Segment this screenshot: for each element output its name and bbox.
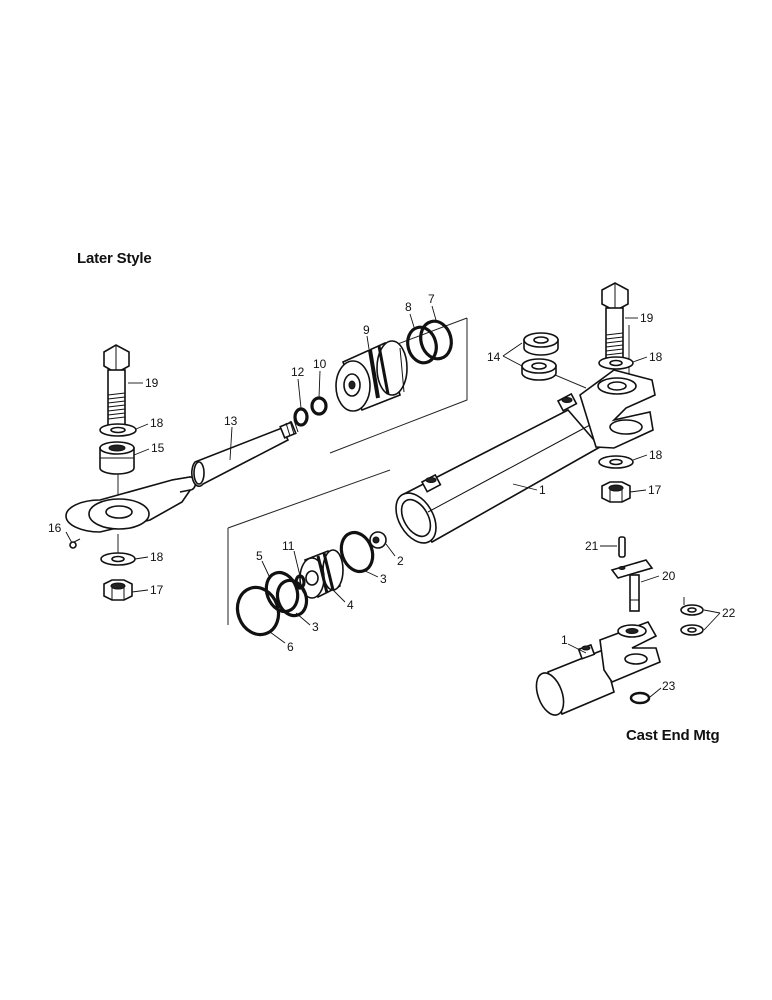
bushing-15: [99, 441, 135, 475]
callout-18-left-bottom: 18: [150, 550, 164, 564]
callout-23: 23: [662, 679, 676, 693]
callout-21: 21: [585, 539, 599, 553]
lock-nut-2: [369, 531, 387, 549]
snap-ring-23: [629, 691, 651, 705]
callout-18-right-top: 18: [649, 350, 663, 364]
callout-7: 7: [428, 292, 435, 306]
callout-18-left-top: 18: [150, 416, 164, 430]
right-washer-18-top: [598, 356, 634, 370]
callout-3-left: 3: [312, 620, 319, 634]
cast-end-barrel: [535, 643, 615, 716]
right-washer-18-bottom: [598, 455, 634, 469]
callout-17-left: 17: [150, 583, 164, 597]
left-washer-18-top: [99, 423, 137, 437]
callout-20: 20: [662, 569, 676, 583]
later-style-heading: Later Style: [77, 250, 152, 267]
oring-6: [235, 585, 281, 637]
washers-22: [680, 597, 704, 636]
washers-14: [521, 332, 559, 381]
left-washer-18-bottom: [100, 552, 136, 566]
seal-12: [293, 407, 309, 427]
seal-10: [310, 396, 328, 416]
rod-eye: [65, 476, 197, 533]
oring-7: [419, 319, 453, 361]
cylinder-barrel-1: [395, 392, 602, 544]
leader-lines: [65, 305, 721, 698]
callout-19-left: 19: [145, 376, 159, 390]
callout-2: 2: [397, 554, 404, 568]
right-bolt-19: [601, 282, 629, 359]
callout-19-right: 19: [640, 311, 654, 325]
callout-22: 22: [722, 606, 736, 620]
callout-16: 16: [48, 521, 62, 535]
callout-9: 9: [363, 323, 370, 337]
callout-12: 12: [291, 365, 305, 379]
callout-15: 15: [151, 441, 165, 455]
ring-5: [264, 570, 300, 614]
callout-14: 14: [487, 350, 501, 364]
piston-rod-13: [191, 419, 299, 487]
callout-3-right: 3: [380, 572, 387, 586]
callout-6: 6: [287, 640, 294, 654]
callout-1-inset: 1: [561, 633, 568, 647]
callout-18-right-bottom: 18: [649, 448, 663, 462]
cast-end-mtg-heading: Cast End Mtg: [626, 727, 720, 744]
gland-9: [335, 340, 408, 412]
callout-17-right: 17: [648, 483, 662, 497]
clevis-end: [579, 369, 656, 449]
callout-10: 10: [313, 357, 327, 371]
callout-4: 4: [347, 598, 354, 612]
callouts: 19 18 15 16 18 17 13 12 10 9 8 7 14 19 1…: [48, 292, 736, 693]
cotter-pin-21: [618, 536, 626, 558]
callout-11: 11: [282, 539, 295, 553]
clevis-pin-20: [610, 559, 654, 612]
cast-end-clevis: [599, 621, 661, 683]
callout-1-main: 1: [539, 483, 546, 497]
right-nut-17: [601, 481, 631, 503]
callout-5: 5: [256, 549, 263, 563]
grease-fitting-16: [69, 538, 81, 549]
left-nut-17: [103, 579, 133, 601]
callout-13: 13: [224, 414, 238, 428]
left-bolt-19: [103, 344, 130, 426]
piston-4: [299, 549, 344, 599]
oring-8: [406, 325, 438, 365]
callout-8: 8: [405, 300, 412, 314]
